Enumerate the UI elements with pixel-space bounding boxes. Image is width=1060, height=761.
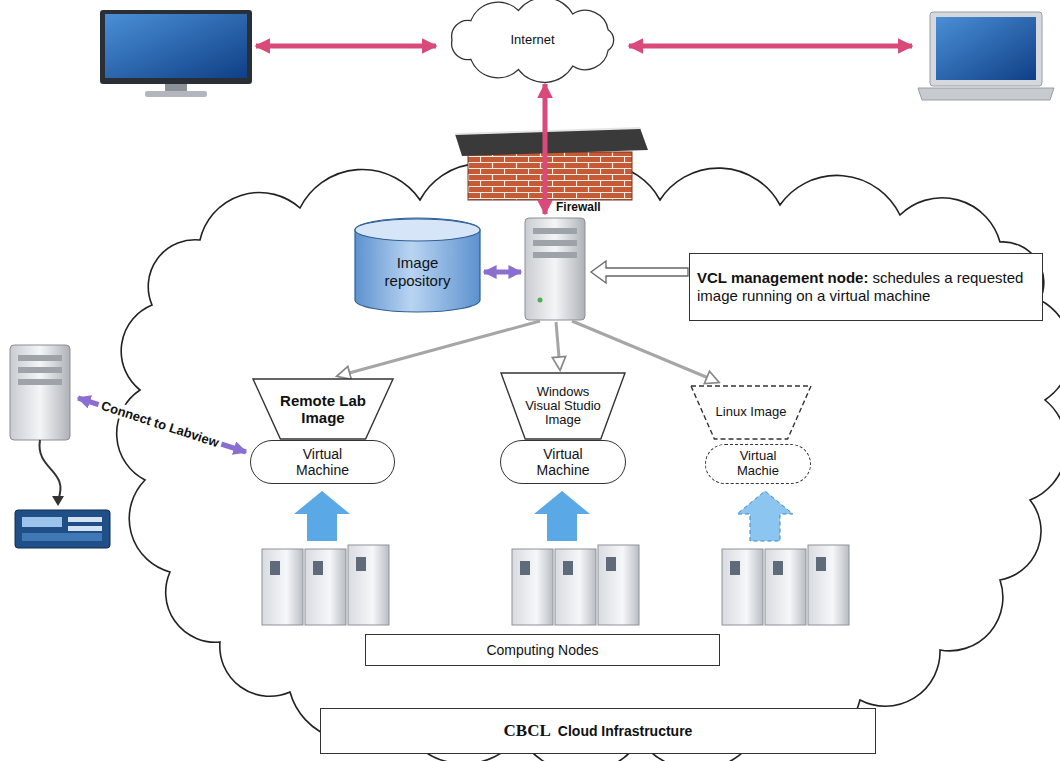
image-trapezoid: Linux Image xyxy=(690,385,812,440)
laptop xyxy=(918,12,1054,100)
cable xyxy=(40,440,61,500)
text-wrap: Linux Image xyxy=(716,405,787,420)
virtual-machine: Virtual Machine xyxy=(500,440,626,484)
firewall-wall xyxy=(455,128,648,200)
cabinet-panel xyxy=(313,561,323,575)
callout-arrow xyxy=(591,261,688,283)
schedule-arrow xyxy=(556,322,560,369)
text-wrap: VCL management node:schedules a requeste… xyxy=(697,269,1035,305)
cabinet-panel xyxy=(563,561,573,575)
server-cabinet xyxy=(262,549,303,625)
node-label: Computing Nodes xyxy=(486,642,598,658)
desktop-monitor xyxy=(100,10,252,97)
lab-device xyxy=(15,510,110,548)
internet-cloud: Internet xyxy=(440,0,625,80)
node-label: Virtual Machie xyxy=(723,449,793,479)
group-label-box: Computing Nodes xyxy=(365,634,720,666)
node-label: Image repository xyxy=(370,254,465,289)
virtual-machine: Virtual Machie xyxy=(705,444,811,484)
node-label: Remote Lab Image xyxy=(275,392,371,427)
trapezoid-shape xyxy=(691,386,811,439)
text-wrap: Windows Visual Studio Image xyxy=(524,385,602,427)
virtual-machine: Virtual Machine xyxy=(250,440,395,484)
image-trapezoid: Windows Visual Studio Image xyxy=(500,372,626,440)
management-server xyxy=(525,218,585,320)
cabinet-panel xyxy=(730,561,740,575)
text-wrap: Remote Lab Image xyxy=(275,392,371,427)
cloud-shape xyxy=(452,0,614,82)
node-label: Virtual Machine xyxy=(288,446,358,478)
cable-arrow xyxy=(52,496,64,506)
server-cabinet xyxy=(765,549,806,625)
cabinet-panel xyxy=(606,557,616,571)
server-cabinet xyxy=(512,549,553,625)
text-wrap: Image repository xyxy=(370,254,465,289)
host-arrow xyxy=(294,491,350,541)
text-wrap: Computing Nodes xyxy=(486,642,598,658)
computing-cabinets xyxy=(262,545,849,625)
firewall-label: Firewall xyxy=(556,200,601,214)
network-arrow xyxy=(543,84,548,214)
node-label: Internet xyxy=(510,33,554,48)
cabinet-panel xyxy=(356,557,366,571)
network-arrow xyxy=(256,44,436,49)
server-cabinet xyxy=(555,549,596,625)
server-cabinet xyxy=(305,549,346,625)
cabinet-panel xyxy=(816,557,826,571)
text-wrap: Internet xyxy=(510,33,554,48)
title-box: CBCL Cloud Infrastructure xyxy=(320,708,876,754)
server-cabinet xyxy=(348,545,389,625)
trapezoid-shape xyxy=(501,373,625,439)
text-wrap: Virtual Machie xyxy=(723,449,793,479)
cylinder-top xyxy=(355,219,480,241)
image-repository: Image repository xyxy=(354,218,481,313)
cabinet-panel xyxy=(520,561,530,575)
text-wrap: Virtual Machine xyxy=(288,446,358,478)
node-body: Cloud Infrastructure xyxy=(558,723,693,739)
schedule-arrow xyxy=(338,321,540,376)
cloud-outline xyxy=(117,164,1060,761)
node-label: Linux Image xyxy=(716,405,787,420)
image-trapezoid: Remote Lab Image xyxy=(252,378,394,440)
data-arrow xyxy=(484,270,521,275)
host-arrow xyxy=(534,491,590,541)
cabinet-panel xyxy=(270,561,280,575)
node-label: Virtual Machine xyxy=(528,446,598,478)
text-wrap: Virtual Machine xyxy=(528,446,598,478)
cylinder-body xyxy=(355,218,480,312)
node-label: VCL management node: xyxy=(697,269,868,286)
edge-label: Connect to Labview xyxy=(96,397,223,451)
node-label: Windows Visual Studio Image xyxy=(524,385,602,427)
server-cabinet xyxy=(598,545,639,625)
text-wrap: CBCL Cloud Infrastructure xyxy=(504,721,693,741)
labview-server xyxy=(10,345,70,440)
trapezoid-shape xyxy=(253,379,393,439)
cabinet-panel xyxy=(773,561,783,575)
network-arrow xyxy=(629,44,912,49)
host-arrow xyxy=(737,491,793,541)
callout-box: VCL management node:schedules a requeste… xyxy=(689,253,1043,321)
node-label: CBCL xyxy=(504,721,551,740)
server-cabinet xyxy=(808,545,849,625)
server-cabinet xyxy=(722,549,763,625)
